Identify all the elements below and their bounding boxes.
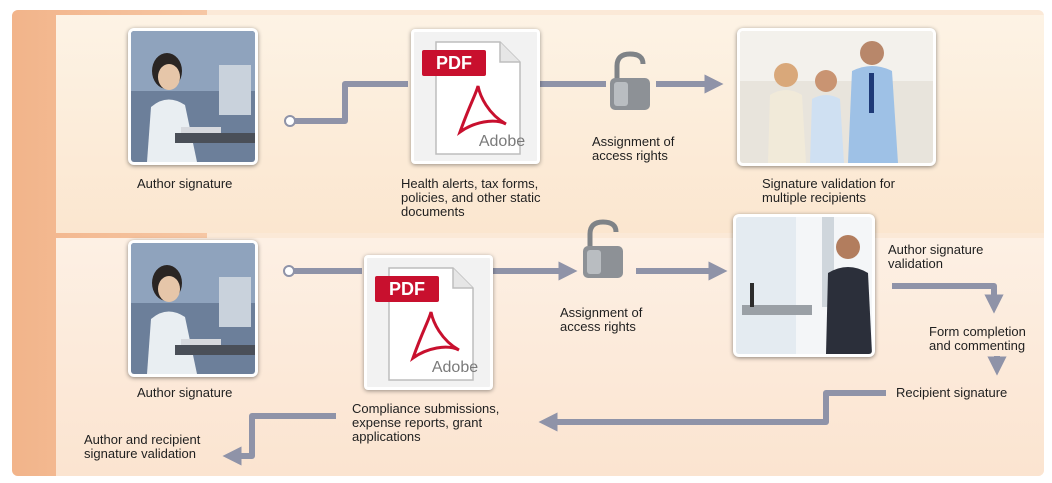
pdf-badge-text: PDF [436, 53, 472, 73]
step-recipient-signature-label: Recipient signature [896, 385, 1008, 400]
pdf-badge-text: PDF [389, 279, 425, 299]
lock-icon-bottom [583, 219, 623, 278]
bottom-start-node [283, 265, 295, 277]
top-connector-author-to-pdf [292, 81, 408, 124]
pdf-brand-text: Adobe [479, 133, 525, 150]
top-validation-label: Signature validation for multiple recipi… [762, 176, 895, 205]
top-start-node [284, 115, 296, 127]
author-photo-bottom [128, 240, 258, 377]
author-photo-top [128, 28, 258, 165]
top-author-label: Author signature [137, 176, 233, 191]
arrow-step1-to-step2 [892, 283, 1004, 314]
pdf-icon-top: PDF Adobe [411, 29, 540, 164]
top-document-label: Health alerts, tax forms, policies, and … [401, 176, 541, 219]
bottom-document-label: Compliance submissions, expense reports,… [352, 401, 500, 444]
pdf-icon-bottom: PDF Adobe [364, 255, 493, 390]
top-access-label: Assignment of access rights [592, 134, 675, 163]
bottom-author-label: Author signature [137, 385, 233, 400]
recipient-worker-photo [733, 214, 875, 357]
step-author-validation-label: Author signature validation [888, 242, 984, 271]
arrow-pdf-to-final [222, 413, 336, 466]
bottom-access-label: Assignment of access rights [560, 305, 643, 334]
pdf-brand-text: Adobe [432, 359, 478, 376]
final-validation-label: Author and recipient signature validatio… [84, 432, 201, 461]
step-form-completion-label: Form completion and commenting [929, 324, 1026, 353]
lock-icon-top [610, 51, 650, 110]
arrow-recipient-to-pdf [538, 390, 886, 432]
recipients-group-photo [737, 28, 936, 166]
